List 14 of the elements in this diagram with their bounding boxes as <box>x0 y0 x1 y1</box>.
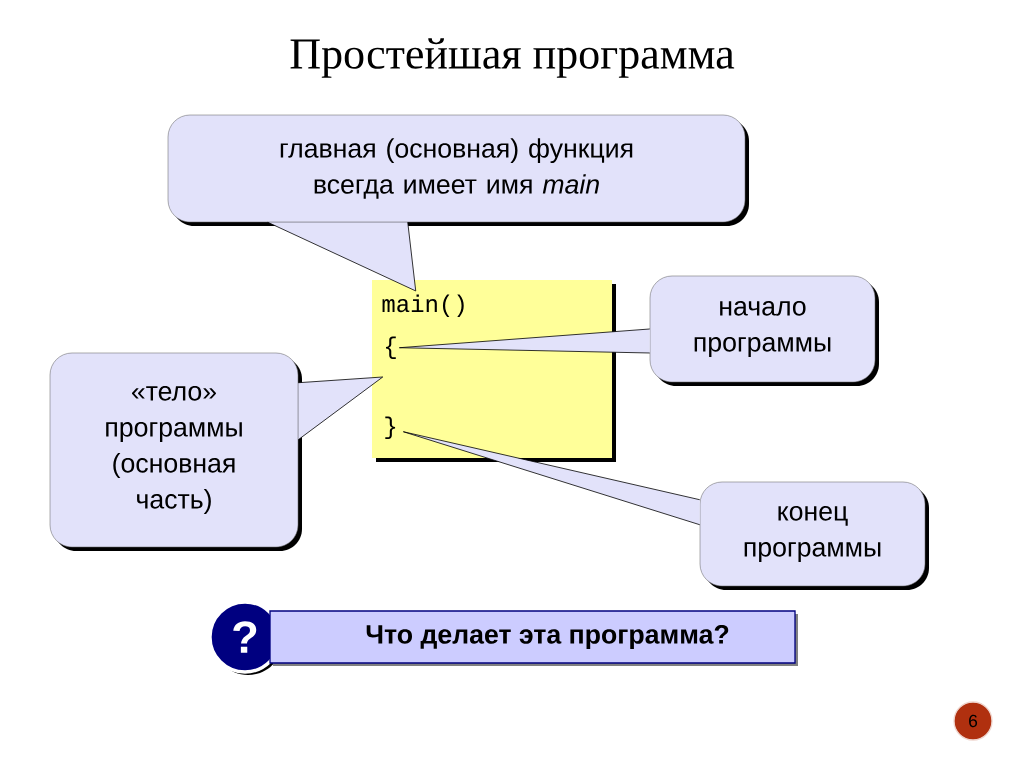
slide-title: Простейшая программа <box>290 38 735 78</box>
code-panel <box>372 280 616 462</box>
question-banner: Что делает эта программа? <box>269 610 798 666</box>
leader-line <box>267 221 417 292</box>
code-line: } <box>385 416 396 439</box>
speech-callout: конец программы <box>699 481 929 590</box>
leader-line <box>398 328 651 354</box>
speech-callout: «тело» программы (основная часть) <box>49 352 302 551</box>
page-number: 6 <box>953 701 993 741</box>
code-line: main() <box>382 294 464 317</box>
code-line: { <box>386 336 396 359</box>
leader-line <box>402 431 701 526</box>
leader-line <box>297 376 384 441</box>
speech-callout: начало программы <box>649 275 879 386</box>
